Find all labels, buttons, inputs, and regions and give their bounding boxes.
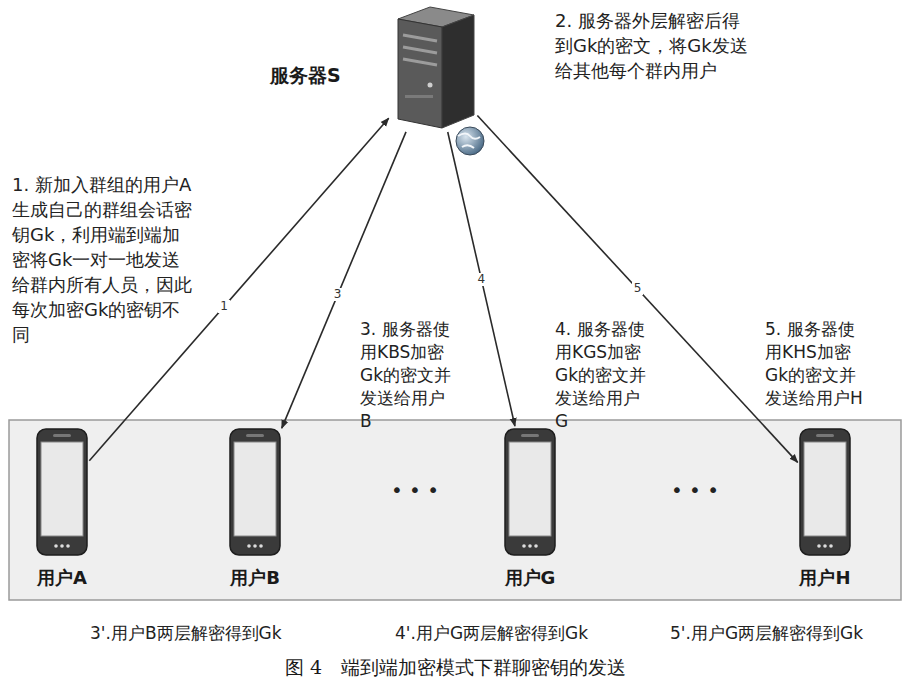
phone-icon [229,428,281,556]
step-note: 4. 服务器使用KGS加密Gk的密文并发送给用户G [555,318,651,433]
step-note: 3. 服务器使用KBS加密Gk的密文并发送给用户B [360,318,456,433]
decrypt-note: 4'.用户G两层解密得到Gk [395,622,635,645]
phone-icon [504,428,556,556]
user-label: 用户A [17,566,107,590]
server-node: 服务器S [270,5,480,133]
user-phone: 用户H [780,428,870,590]
user-label: 用户B [210,566,300,590]
user-phone: 用户G [485,428,575,590]
user-phone: 用户B [210,428,300,590]
ellipsis-dots: • • • [385,478,445,503]
step-number: 4 [476,273,488,286]
phone-icon [36,428,88,556]
step-number: 1 [218,300,230,313]
step-note: 5. 服务器使用KHS加密Gk的密文并发送给用户H [765,318,869,410]
step-number: 5 [632,282,644,295]
user-label: 用户G [485,566,575,590]
figure-caption: 图 4 端到端加密模式下群聊密钥的发送 [0,655,911,681]
step-note: 1. 新加入群组的用户A生成自己的群组会话密钥Gk，利用端到端加密将Gk一对一地… [12,172,192,347]
decrypt-note: 3'.用户B两层解密得到Gk [90,622,330,645]
step-note: 2. 服务器外层解密后得到Gk的密文，将Gk发送给其他每个群内用户 [555,8,755,83]
arrow-connector [477,116,797,463]
user-label: 用户H [780,566,870,590]
user-band [9,420,901,600]
user-phone: 用户A [17,428,107,590]
step-number: 3 [332,288,344,301]
ellipsis-dots: • • • [665,478,725,503]
arrow-connector [448,132,515,426]
phone-icon [799,428,851,556]
globe-icon [456,127,484,155]
server-label: 服务器S [270,63,341,89]
server-icon [390,5,476,130]
decrypt-note: 5'.用户G两层解密得到Gk [670,622,910,645]
